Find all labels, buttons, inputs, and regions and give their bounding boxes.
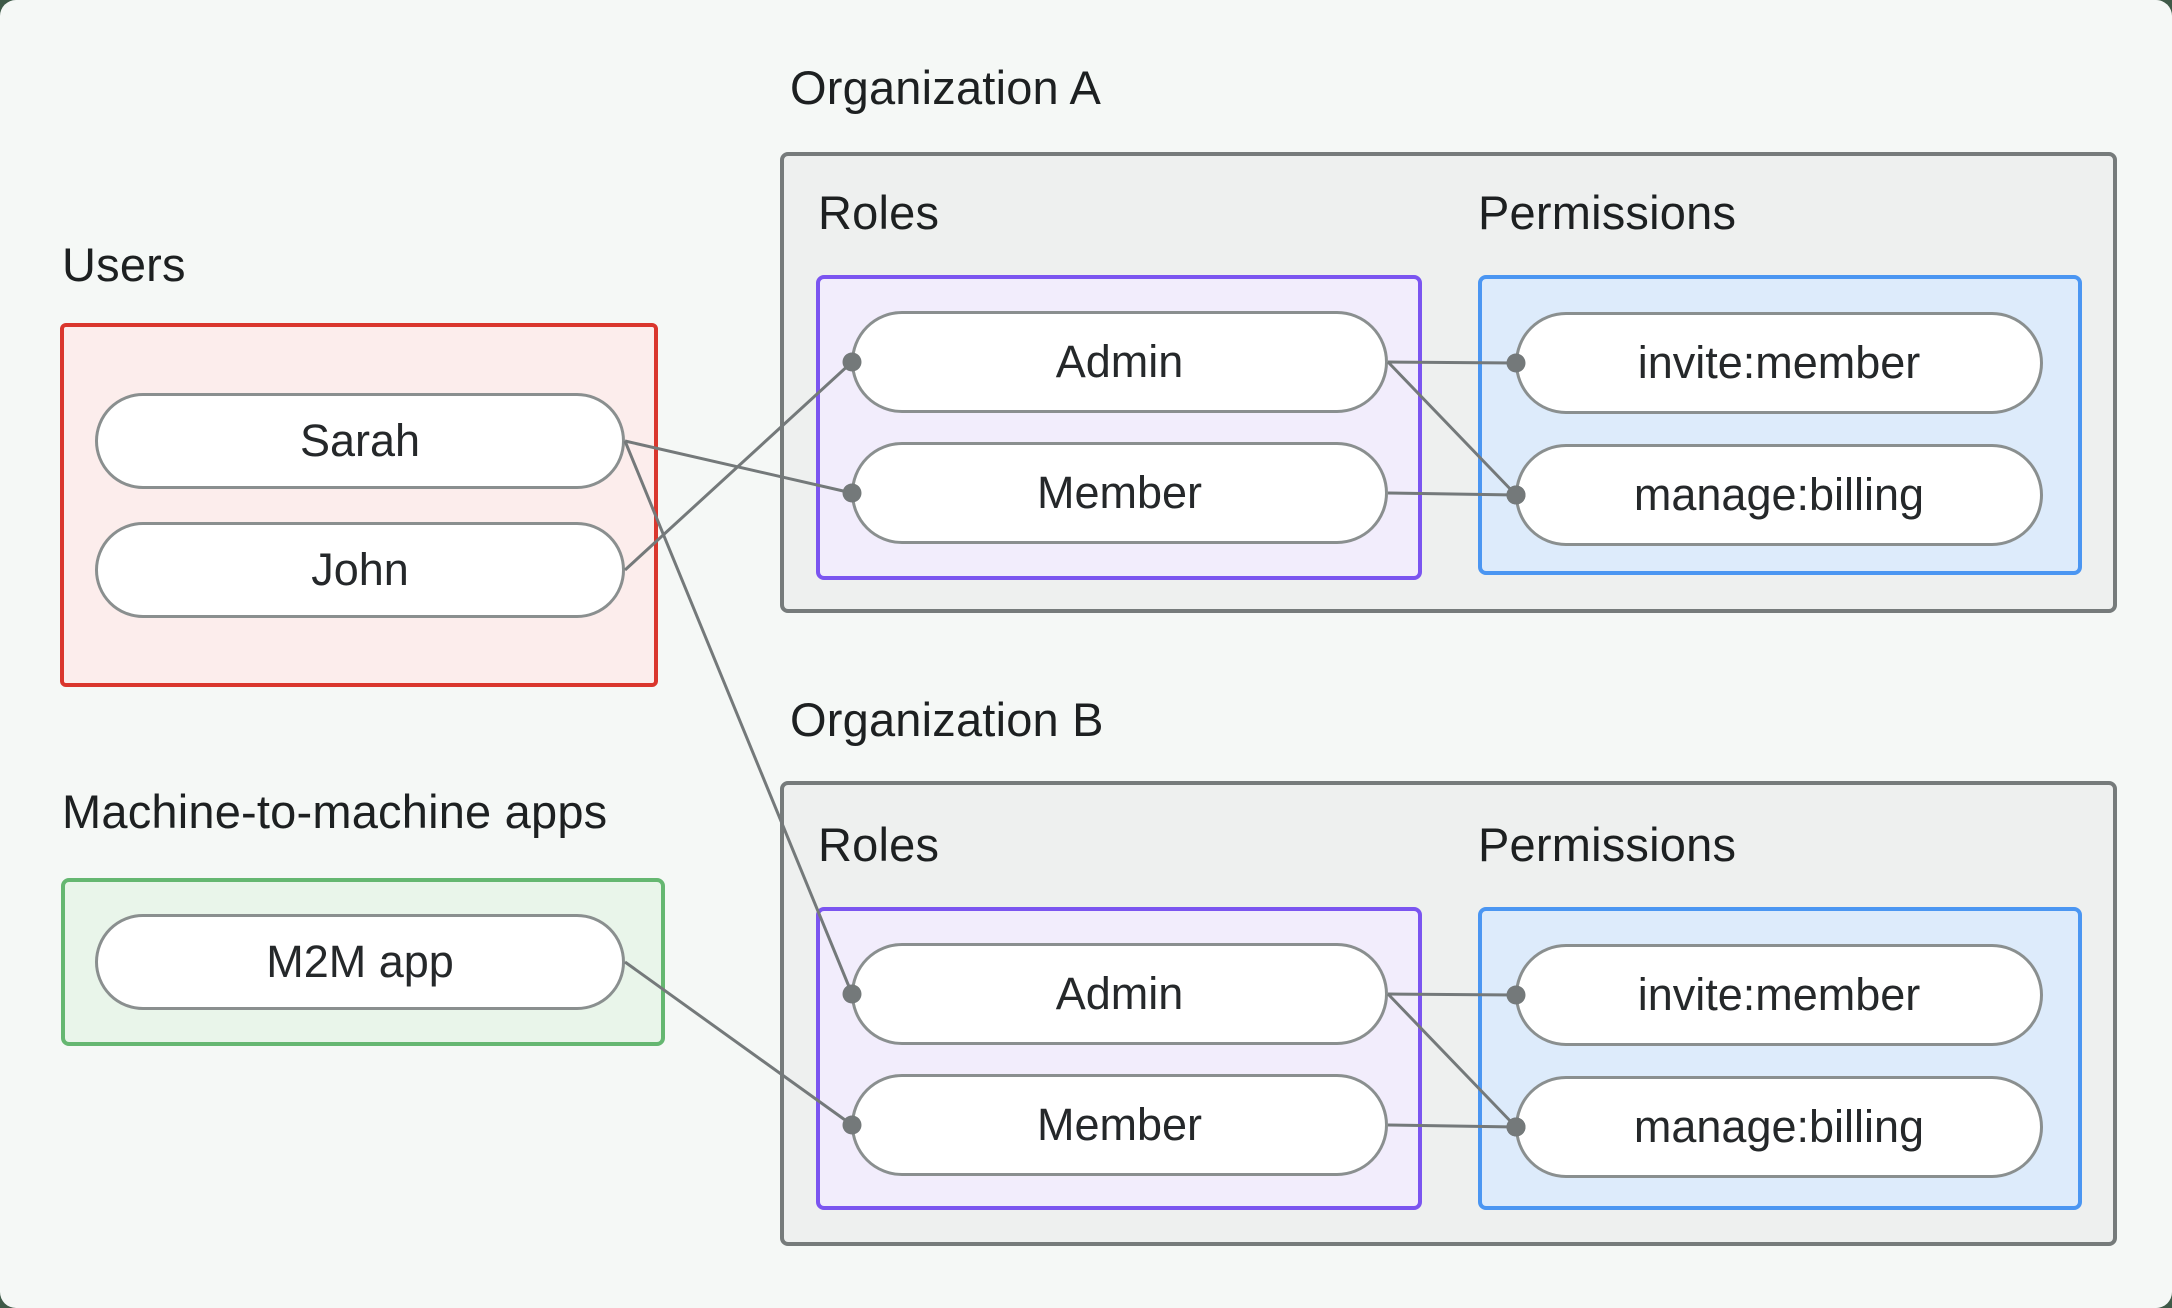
org-b-role-member: Member: [851, 1074, 1388, 1176]
org-b-permission-manage-billing: manage:billing: [1515, 1076, 2043, 1178]
org-a-roles-label: Roles: [818, 186, 940, 239]
m2m-group-label: Machine-to-machine apps: [62, 785, 608, 838]
org-b-permission-invite-member: invite:member: [1515, 944, 2043, 1046]
org-a-permissions-label: Permissions: [1478, 186, 1737, 239]
user-node-sarah-label: Sarah: [299, 415, 421, 466]
m2m-app-node: M2M app: [95, 914, 625, 1010]
org-a-role-member-label: Member: [1036, 467, 1203, 518]
users-group-box: [60, 323, 658, 687]
org-a-permission-manage-billing: manage:billing: [1515, 444, 2043, 546]
user-node-sarah: Sarah: [95, 393, 625, 489]
user-node-john: John: [95, 522, 625, 618]
org-b-permission-invite-member-label: invite:member: [1637, 969, 1921, 1020]
users-group-label: Users: [62, 238, 186, 291]
user-node-john-label: John: [311, 544, 409, 595]
org-a-box: Roles Permissions Admin Member invite:me…: [780, 152, 2117, 613]
org-a-permission-manage-billing-label: manage:billing: [1633, 469, 1925, 520]
org-b-permissions-label: Permissions: [1478, 818, 1737, 871]
m2m-app-node-label: M2M app: [266, 936, 454, 987]
org-a-role-member: Member: [851, 442, 1388, 544]
org-a-role-admin: Admin: [851, 311, 1388, 413]
org-a-role-admin-label: Admin: [1055, 336, 1184, 387]
org-b-permission-manage-billing-label: manage:billing: [1633, 1101, 1925, 1152]
org-b-role-admin-label: Admin: [1055, 968, 1184, 1019]
org-b-title: Organization B: [790, 693, 1104, 746]
org-a-title: Organization A: [790, 61, 1102, 114]
org-b-box: Roles Permissions Admin Member invite:me…: [780, 781, 2117, 1246]
org-b-role-admin: Admin: [851, 943, 1388, 1045]
org-b-role-member-label: Member: [1036, 1099, 1203, 1150]
org-b-roles-label: Roles: [818, 818, 940, 871]
org-a-permission-invite-member-label: invite:member: [1637, 337, 1921, 388]
org-a-permission-invite-member: invite:member: [1515, 312, 2043, 414]
